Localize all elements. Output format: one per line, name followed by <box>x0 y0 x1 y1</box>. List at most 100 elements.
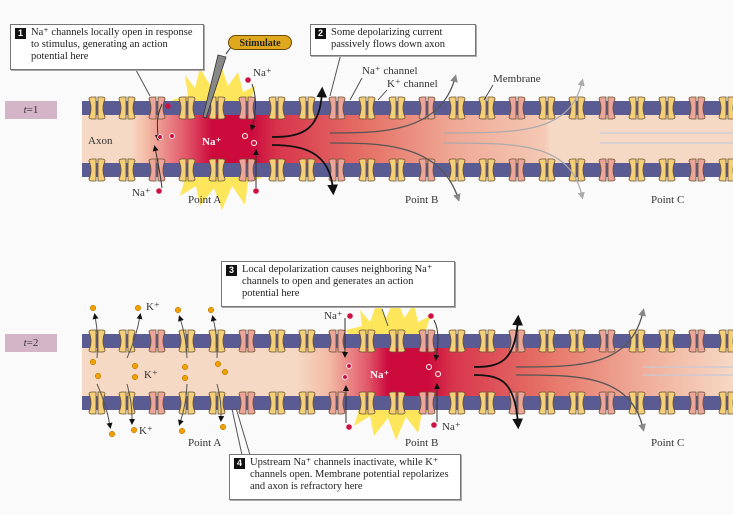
k-ion <box>94 372 102 380</box>
k-channel-icon <box>568 329 586 353</box>
k-channel-icon <box>718 391 733 415</box>
current-arrow <box>442 142 585 200</box>
na-inside-label: Na⁺ <box>202 136 221 148</box>
k-channel-icon <box>268 158 286 182</box>
k-channel-icon <box>118 96 136 120</box>
k-channel-icon <box>388 158 406 182</box>
na-channel-icon <box>148 158 166 182</box>
callout-text: Na⁺ channels locally open in response to… <box>31 27 193 62</box>
callout-number: 1 <box>15 28 26 39</box>
callout-3: 3 Local depolarization causes neighborin… <box>221 261 455 307</box>
na-channel-icon <box>508 96 526 120</box>
k-ion <box>207 306 215 314</box>
time-value: 2 <box>32 337 39 349</box>
k-ion <box>108 430 116 438</box>
k-ion <box>89 358 97 366</box>
na-channel-icon <box>598 329 616 353</box>
current-arrow <box>473 374 524 430</box>
time-label-t1: t=1 <box>5 101 57 119</box>
k-channel-icon <box>388 96 406 120</box>
k-channel-icon <box>178 96 196 120</box>
k-channel-icon <box>388 391 406 415</box>
k-ion-group <box>89 304 229 438</box>
k-channel-label: K⁺ channel <box>387 78 438 90</box>
k-ion-label: K⁺ <box>144 369 158 381</box>
na-ion <box>431 422 437 428</box>
k-channel-icon <box>478 329 496 353</box>
axon-interior <box>82 348 733 396</box>
current-arrow <box>515 374 646 432</box>
k-ion <box>214 360 222 368</box>
k-ion-label: K⁺ <box>139 425 153 437</box>
stimulate-button[interactable]: Stimulate <box>228 35 292 50</box>
k-channel-icon <box>88 158 106 182</box>
na-ion <box>346 363 352 369</box>
na-channel-icon <box>238 391 256 415</box>
time-label-t2: t=2 <box>5 334 57 352</box>
callout-2: 2 Some depolarizing current passively fl… <box>310 24 476 56</box>
k-channel-icon <box>538 329 556 353</box>
na-ion <box>242 133 248 139</box>
na-channel-icon <box>328 158 346 182</box>
membrane-label: Membrane <box>493 73 541 85</box>
k-channel-icon <box>718 329 733 353</box>
na-channel-icon <box>688 329 706 353</box>
k-channel-icon <box>88 96 106 120</box>
k-channel-icon <box>568 391 586 415</box>
k-channel-icon <box>268 391 286 415</box>
na-channel-icon <box>598 391 616 415</box>
k-channel-icon <box>478 96 496 120</box>
axon-label: Axon <box>88 135 113 147</box>
k-ion <box>178 427 186 435</box>
k-ion <box>134 304 142 312</box>
point-c-label: Point C <box>651 194 684 206</box>
na-channel-icon <box>238 329 256 353</box>
na-ion <box>253 188 259 194</box>
k-channel-icon <box>118 391 136 415</box>
k-ion <box>89 304 97 312</box>
k-efflux-arrow <box>126 383 136 425</box>
na-ion <box>245 77 251 83</box>
callout-number: 3 <box>226 265 237 276</box>
k-channel-icon <box>388 329 406 353</box>
callout-1: 1 Na⁺ channels locally open in response … <box>10 24 204 70</box>
k-channel-icon <box>658 158 676 182</box>
point-a-label: Point A <box>188 194 221 206</box>
channel-row <box>88 329 733 415</box>
na-channel-icon <box>598 96 616 120</box>
na-ion <box>169 133 175 139</box>
current-arrow <box>271 144 338 196</box>
panel-t1: Axon Na⁺ Na⁺ Na⁺ Point A Point B Point C… <box>82 46 733 210</box>
k-efflux-arrow <box>210 315 218 359</box>
k-channel-icon <box>358 391 376 415</box>
k-channel-icon <box>538 391 556 415</box>
na-ion <box>346 424 352 430</box>
channel-row <box>88 96 733 182</box>
callout-number: 4 <box>234 458 245 469</box>
time-var: t <box>23 104 27 116</box>
axon-interior <box>82 115 733 163</box>
point-b-label: Point B <box>405 437 438 449</box>
panel-t2: Na⁺ Na⁺ Na⁺ K⁺ K⁺ K⁺ Point A Point B Poi… <box>82 296 733 456</box>
time-value: 1 <box>32 104 39 116</box>
na-ion <box>165 103 171 109</box>
na-ion <box>426 364 432 370</box>
na-ion <box>157 134 163 140</box>
na-channel-icon <box>688 96 706 120</box>
k-channel-icon <box>478 158 496 182</box>
k-channel-icon <box>208 158 226 182</box>
k-channel-icon <box>298 158 316 182</box>
na-channel-icon <box>688 391 706 415</box>
na-channel-icon <box>598 158 616 182</box>
k-ion <box>131 373 139 381</box>
current-arrow <box>271 86 328 138</box>
na-ion-label: Na⁺ <box>324 310 343 322</box>
na-inside-label: Na⁺ <box>370 369 389 381</box>
callout-text: Upstream Na⁺ channels inactivate, while … <box>250 457 449 492</box>
k-channel-icon <box>538 158 556 182</box>
na-channel-icon <box>238 96 256 120</box>
k-channel-icon <box>358 329 376 353</box>
k-channel-icon <box>358 158 376 182</box>
k-channel-icon <box>448 391 466 415</box>
